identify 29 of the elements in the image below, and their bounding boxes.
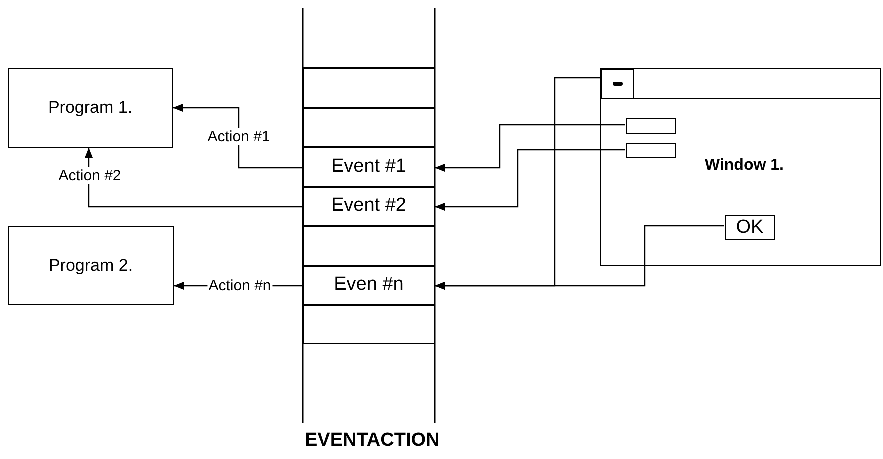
arrow (85, 148, 303, 208)
queue-cell (303, 226, 435, 266)
queue-cell (303, 305, 435, 344)
node-text: Event #1 (332, 154, 406, 179)
caption: EVENTACTION (305, 429, 440, 453)
input-field (626, 143, 676, 158)
program-box (8, 226, 174, 305)
queue-cell (303, 147, 435, 187)
program-box (8, 68, 173, 148)
arrow (173, 104, 303, 169)
window-box (600, 68, 881, 266)
node-text: Program 2. (48, 254, 134, 277)
arrow (435, 149, 625, 211)
node-text: Even #n (334, 273, 404, 298)
queue-cell (303, 68, 435, 108)
edge-label: Action #1 (206, 128, 272, 146)
node-text: OK (736, 218, 764, 237)
edge-label: Action #2 (58, 168, 122, 184)
queue-cell (303, 108, 435, 147)
arrow (435, 124, 625, 172)
node-text: Event #2 (332, 194, 406, 218)
node-text: Program 1. (48, 97, 133, 120)
ok-button (725, 215, 775, 240)
input-field (626, 118, 676, 134)
node-text: Window 1. (705, 156, 784, 176)
minimize-button (601, 69, 634, 99)
arrow (435, 225, 724, 290)
queue-cell (303, 266, 435, 305)
queue-cell (303, 187, 435, 226)
